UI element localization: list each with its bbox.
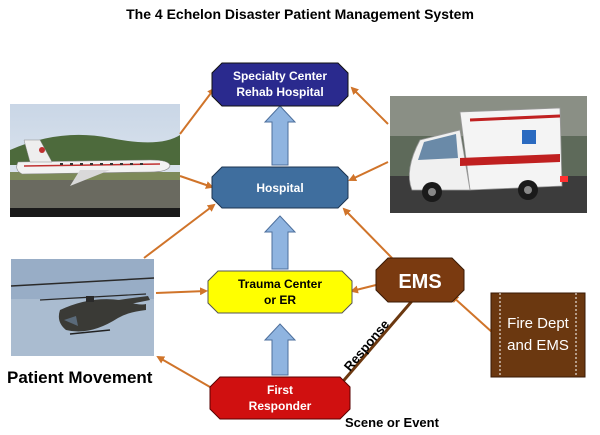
arrow-ems-hospital [342,207,393,259]
specialty-label-line1: Specialty Center [233,69,327,83]
patient-movement-label: Patient Movement [7,368,153,387]
ems-node: EMS [375,257,465,303]
arrow-first-trauma [263,323,297,376]
specialty-center-node: Specialty Center Rehab Hospital [211,62,349,107]
hospital-node: Hospital [211,166,349,209]
arrow-airplane-hospital [179,175,214,189]
first-responder-node: First Responder [209,376,351,420]
arrow-heli-hospital [143,203,216,259]
arrow-ambulance-hospital [348,161,389,182]
specialty-label-line2: Rehab Hospital [236,85,323,99]
fire-dept-node: Fire Dept and EMS [490,292,586,378]
trauma-label-line1: Trauma Center [238,277,322,291]
first-responder-line2: Responder [249,399,312,413]
arrow-ems-trauma [350,283,381,294]
arrow-fire-ems [450,294,494,334]
arrow-heli-trauma [155,287,208,296]
arrow-trauma-hospital [263,215,297,270]
arrow-first-heli [156,356,211,388]
response-label: Response [341,317,392,374]
hospital-label: Hospital [256,181,303,195]
ambulance-image [390,96,587,213]
diagram-title: The 4 Echelon Disaster Patient Managemen… [126,6,474,22]
helicopter-image [10,259,155,356]
trauma-label-line2: or ER [264,293,296,307]
fire-dept-line1: Fire Dept [507,315,570,332]
first-responder-line1: First [267,383,293,397]
response-line [337,300,414,387]
scene-or-event-label: Scene or Event [345,415,440,430]
fire-dept-line2: and EMS [507,337,569,354]
trauma-center-node: Trauma Center or ER [207,270,353,314]
ems-label: EMS [398,271,441,293]
arrow-hospital-specialty [263,105,297,166]
arrow-ambulance-specialty [350,86,389,125]
arrow-airplane-specialty [179,87,216,135]
airplane-image [10,104,180,217]
